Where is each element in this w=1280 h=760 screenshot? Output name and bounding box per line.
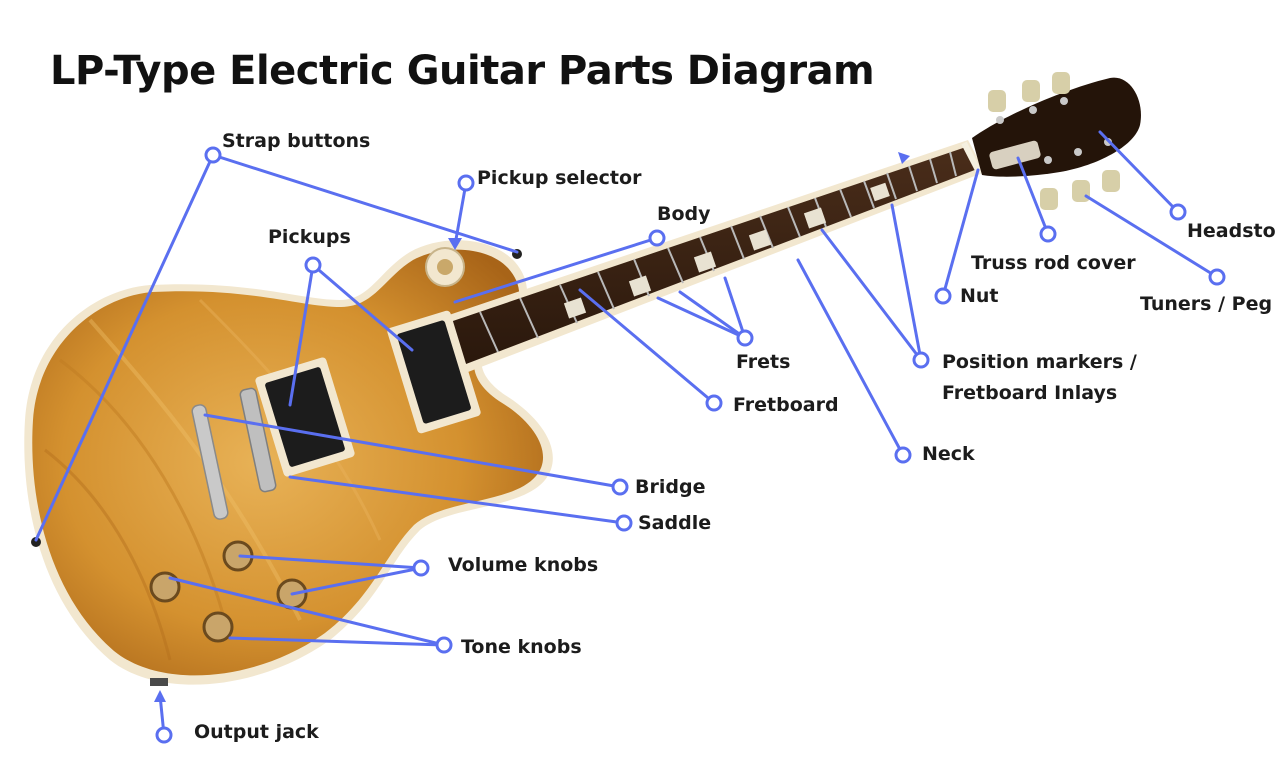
label-bridge: Bridge <box>635 476 706 498</box>
tuner-keys <box>988 72 1120 210</box>
leader-truss-rod <box>1016 156 1050 236</box>
leader-nut <box>941 168 980 298</box>
tune-o-matic-bridge <box>239 387 277 493</box>
leader-volume-a <box>238 554 423 570</box>
pickup-selector-switch <box>425 247 465 287</box>
label-fretboard: Fretboard <box>733 394 839 416</box>
label-pickups: Pickups <box>268 226 351 248</box>
label-truss-rod-cover: Truss rod cover <box>971 252 1136 274</box>
label-frets: Frets <box>736 351 791 373</box>
diagram-title: LP-Type Electric Guitar Parts Diagram <box>50 48 875 94</box>
label-pickup-selector: Pickup selector <box>477 167 642 189</box>
pickup-neck <box>387 310 481 434</box>
guitar-neck <box>440 140 985 372</box>
label-tuners-pegs: Tuners / Peg <box>1140 293 1273 315</box>
label-position-markers: Position markers / <box>942 351 1137 373</box>
leader-frets-b <box>723 276 747 340</box>
leader-tuners <box>1084 194 1219 279</box>
arrowhead-neck-top <box>898 152 910 164</box>
label-output-jack: Output jack <box>194 721 319 743</box>
leader-volume-b <box>290 566 423 596</box>
leader-pickup-selector <box>453 181 468 247</box>
leader-pickups-neck <box>311 263 414 352</box>
flame-streak <box>88 318 302 621</box>
label-tone-knobs: Tone knobs <box>461 636 582 658</box>
strap-button-bottom <box>31 537 41 547</box>
label-neck: Neck <box>922 443 975 465</box>
leader-neck <box>796 258 905 457</box>
output-jack-plate <box>150 678 168 686</box>
leader-fretboard <box>578 288 716 405</box>
fretboard-inlays <box>563 182 890 319</box>
arrowheads <box>154 152 910 702</box>
leader-frets-a <box>678 290 747 340</box>
arrowhead-pickup-selector <box>448 238 462 250</box>
leader-headstock <box>1098 130 1180 214</box>
leader-tone-a <box>168 576 446 647</box>
leader-inlays-a <box>820 228 923 362</box>
pickup-bridge <box>255 357 355 477</box>
leader-saddle <box>288 475 626 525</box>
label-nut: Nut <box>960 285 999 307</box>
label-headstock: Headsto <box>1187 220 1276 242</box>
label-fretboard-inlays: Fretboard Inlays <box>942 382 1118 404</box>
label-body: Body <box>657 203 711 225</box>
leader-bridge <box>203 413 622 489</box>
label-volume-knobs: Volume knobs <box>448 554 599 576</box>
leader-strap-bottom <box>34 153 215 542</box>
flame-streak <box>59 358 232 641</box>
leader-tone-b <box>228 636 446 647</box>
truss-rod-plate <box>989 140 1041 170</box>
stopbar-tailpiece <box>191 404 229 520</box>
leader-pickups-bridge <box>288 263 315 407</box>
guitar-headstock <box>972 72 1141 210</box>
leader-body <box>453 236 659 304</box>
leader-end-circles <box>155 146 1226 744</box>
label-strap-buttons: Strap buttons <box>222 130 371 152</box>
leader-frets-c <box>656 296 747 340</box>
label-saddle: Saddle <box>638 512 712 534</box>
leader-inlays-b <box>890 203 923 362</box>
leader-lines <box>34 130 1219 737</box>
leader-strap-top <box>211 153 519 254</box>
arrowhead-output-jack <box>154 690 166 702</box>
